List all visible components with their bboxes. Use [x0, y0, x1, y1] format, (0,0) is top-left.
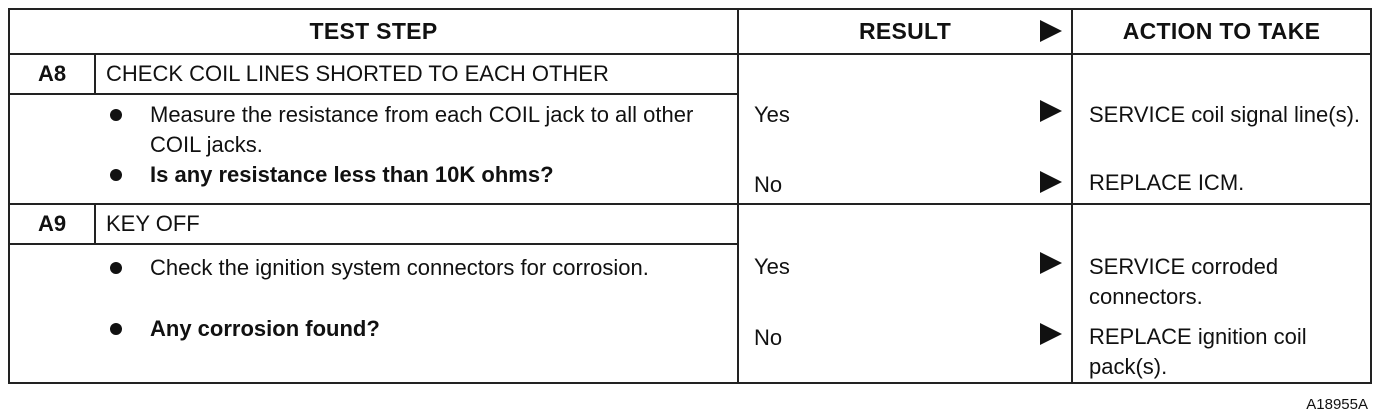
header-divider [10, 53, 1370, 55]
bullet-a9-1: Check the ignition system connectors for… [110, 253, 720, 283]
bullet-a8-2: Is any resistance less than 10K ohms? [110, 160, 720, 190]
result-a9-no: No [754, 325, 783, 350]
bullet-icon [110, 109, 122, 121]
arrow-a8-no-icon [1040, 171, 1062, 193]
step-id-divider-a9 [94, 205, 96, 243]
arrow-a9-yes-icon [1040, 252, 1062, 274]
bullet-icon [110, 169, 122, 181]
bullet-a8-1: Measure the resistance from each COIL ja… [110, 100, 720, 160]
step-title-a8: CHECK COIL LINES SHORTED TO EACH OTHER [106, 61, 609, 86]
bullet-icon [110, 323, 122, 335]
step-id-divider-a8 [94, 55, 96, 93]
result-a9-yes: Yes [754, 254, 790, 279]
step-id-a9: A9 [37, 211, 67, 236]
header-result: RESULT [858, 18, 952, 44]
action-a9-no: REPLACE ignition coil pack(s). [1089, 324, 1307, 379]
step-title-divider-a8 [10, 93, 737, 95]
bullet-a9-2: Any corrosion found? [110, 314, 720, 344]
step-title-divider-a9 [10, 243, 737, 245]
figure-reference: A18955A [1306, 396, 1368, 413]
result-a8-no: No [754, 172, 783, 197]
arrow-a8-yes-icon [1040, 100, 1062, 122]
step-divider [10, 203, 1370, 205]
action-a8-yes: SERVICE coil signal line(s). [1089, 102, 1361, 127]
step-title-a9: KEY OFF [106, 211, 200, 236]
header-action: ACTION TO TAKE [1122, 18, 1321, 44]
result-a8-yes: Yes [754, 102, 790, 127]
action-a9-yes: SERVICE corroded connectors. [1089, 254, 1279, 309]
diagnostic-table: TEST STEP RESULT ACTION TO TAKE A8 CHECK… [8, 8, 1372, 384]
header-test-step: TEST STEP [309, 18, 438, 44]
bullet-icon [110, 262, 122, 274]
step-id-a8: A8 [37, 61, 67, 86]
column-divider-action [1071, 10, 1073, 382]
action-a8-no: REPLACE ICM. [1089, 170, 1245, 195]
arrow-a9-no-icon [1040, 323, 1062, 345]
header-arrow-icon [1040, 20, 1062, 42]
column-divider-result [737, 10, 739, 382]
